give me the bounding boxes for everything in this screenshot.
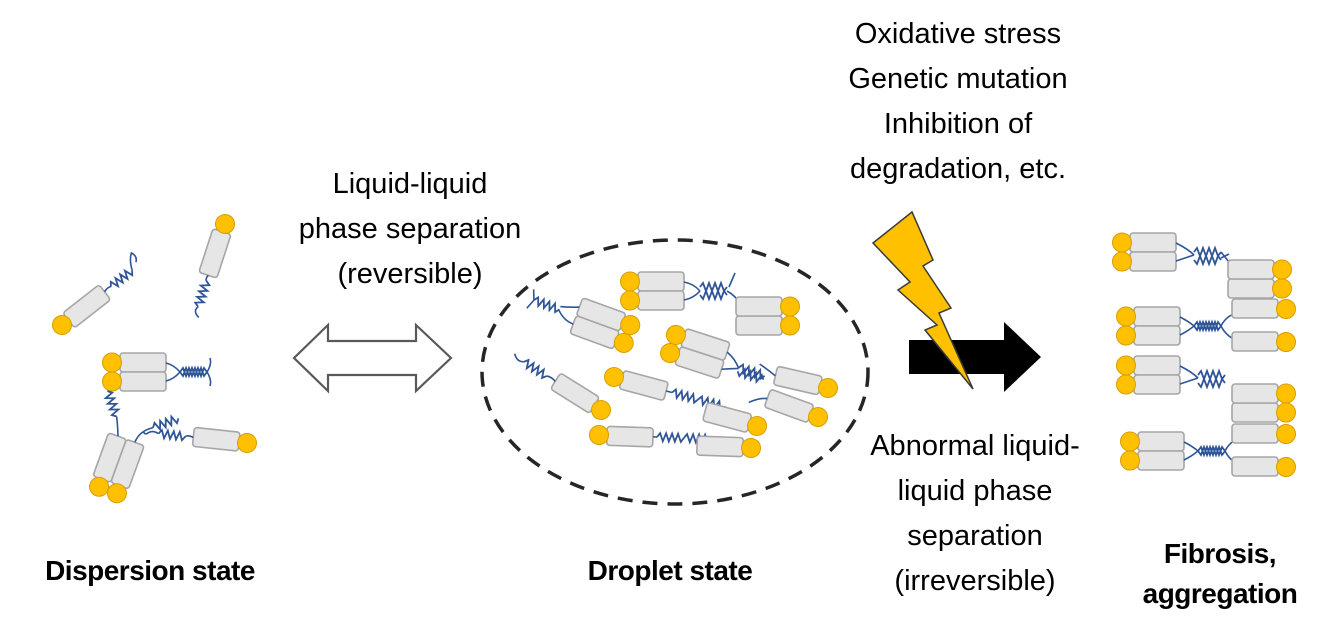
protein-dimer-icon	[657, 322, 767, 385]
double-headed-arrow-icon	[292, 322, 453, 394]
protein-dimer-icon	[1115, 355, 1226, 395]
dispersion-state-label: Dispersion state	[45, 555, 255, 586]
right-arrow-icon	[909, 322, 1041, 392]
irreversible-label-line1: Abnormal liquid-	[870, 430, 1080, 462]
protein-monomer-icon	[1231, 331, 1297, 353]
protein-dimer-icon	[526, 289, 644, 356]
trigger-oxidative-stress: Oxidative stress	[854, 18, 1062, 50]
dispersion-proteins	[47, 211, 259, 507]
protein-dimer-icon	[1115, 306, 1242, 346]
protein-dimer-icon	[1119, 431, 1246, 471]
irreversible-label-line3: separation	[907, 520, 1043, 552]
protein-monomer-icon	[47, 251, 138, 340]
protein-monomer-icon	[1231, 423, 1297, 445]
lightning-bolt-icon	[871, 210, 974, 390]
trigger-inhibition-line2: degradation, etc.	[849, 153, 1067, 185]
droplet-proteins	[513, 271, 841, 459]
protein-dimer-icon	[619, 271, 742, 311]
irreversible-label-line2: liquid phase	[897, 475, 1053, 507]
protein-monomer-icon	[695, 435, 762, 459]
protein-dimer-icon	[1227, 259, 1293, 299]
droplet-state-label: Droplet state	[587, 555, 753, 586]
reversible-label-line2: phase separation	[298, 213, 522, 245]
protein-dimer-icon	[101, 352, 212, 392]
triggers-label: Oxidative stress Genetic mutation Inhibi…	[808, 12, 1108, 192]
trigger-inhibition-line1: Inhibition of	[883, 108, 1033, 140]
droplet-boundary-icon	[480, 238, 870, 506]
protein-dimer-icon	[86, 388, 181, 507]
irreversible-transition-label: Abnormal liquid- liquid phase separation…	[835, 424, 1115, 604]
protein-monomer-icon	[588, 424, 712, 448]
trigger-genetic-mutation: Genetic mutation	[848, 63, 1068, 95]
protein-monomer-icon	[193, 211, 238, 319]
reversible-label-line1: Liquid-liquid	[332, 168, 488, 200]
protein-monomer-icon	[701, 401, 770, 439]
protein-dimer-icon	[1231, 383, 1297, 423]
aggregate-proteins	[1111, 232, 1297, 478]
protein-monomer-icon	[142, 426, 259, 455]
protein-monomer-icon	[1231, 456, 1297, 478]
fibrosis-aggregation-label: Fibrosis, aggregation	[1115, 534, 1325, 614]
protein-dimer-icon	[735, 296, 801, 336]
protein-monomer-icon	[759, 363, 841, 401]
reversible-transition-label: Liquid-liquid phase separation (reversib…	[280, 162, 540, 297]
fibrosis-label-line1: Fibrosis,	[1163, 538, 1277, 569]
protein-dimer-icon	[1111, 232, 1230, 272]
protein-monomer-icon	[513, 353, 616, 424]
reversible-label-line3: (reversible)	[337, 258, 483, 290]
irreversible-label-line4: (irreversible)	[894, 565, 1056, 597]
protein-monomer-icon	[1231, 298, 1297, 320]
fibrosis-label-line2: aggregation	[1142, 578, 1298, 609]
protein-monomer-icon	[748, 388, 832, 430]
